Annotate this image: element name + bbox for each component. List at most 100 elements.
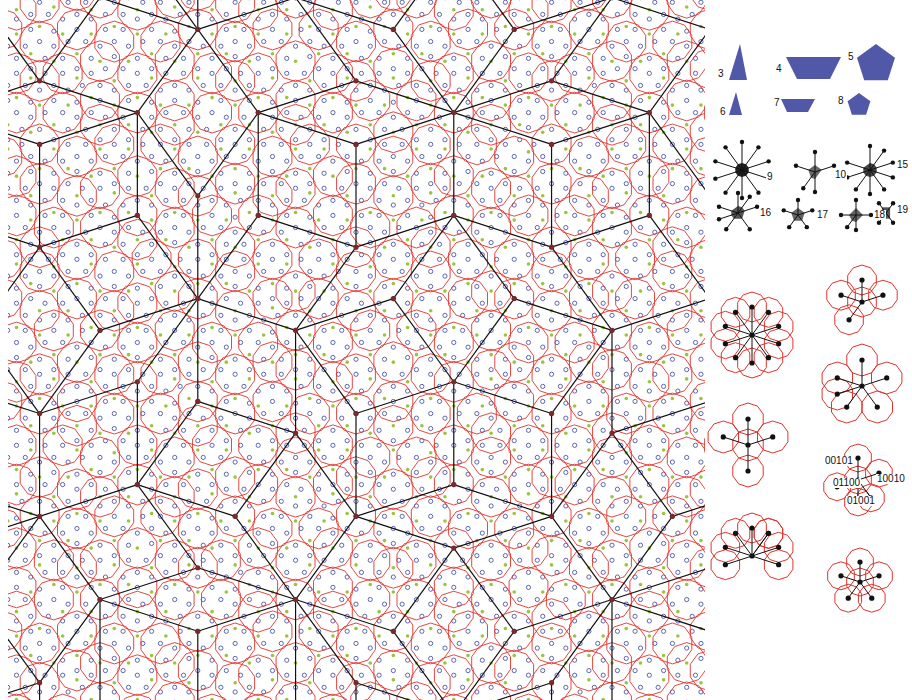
- blue-dot: [187, 641, 191, 645]
- blue-dot: [457, 39, 461, 43]
- blue-dot: [75, 203, 79, 207]
- blue-dot: [414, 44, 418, 48]
- blue-dot: [429, 554, 433, 558]
- blue-dot: [518, 455, 522, 459]
- blue-dot: [391, 257, 395, 261]
- blue-dot: [340, 543, 344, 547]
- blue-dot: [429, 269, 433, 273]
- blue-dot: [270, 384, 274, 388]
- blue-dot: [144, 186, 148, 190]
- blue-dot: [210, 198, 214, 202]
- blue-dot: [61, 213, 65, 217]
- blue-dot: [429, 142, 433, 146]
- green-dot: [150, 590, 154, 594]
- blue-dot: [210, 159, 214, 163]
- blue-dot: [693, 340, 697, 344]
- blue-dot: [262, 39, 266, 43]
- blue-dot: [573, 253, 577, 257]
- blue-dot: [685, 328, 689, 332]
- blue-dot: [29, 629, 33, 633]
- blue-dot: [452, 301, 456, 305]
- blue-dot: [23, 558, 27, 562]
- blue-dot: [662, 629, 666, 633]
- green-dot: [75, 654, 79, 658]
- green-dot: [541, 654, 545, 658]
- blue-dot: [181, 213, 185, 217]
- blue-dot: [624, 656, 628, 660]
- green-dot: [601, 634, 605, 638]
- blue-dot: [89, 71, 93, 75]
- blue-dot: [662, 296, 666, 300]
- blue-dot: [224, 345, 228, 349]
- blue-dot: [238, 570, 242, 574]
- blue-dot: [601, 159, 605, 163]
- blue-dot: [242, 242, 246, 246]
- blue-dot: [317, 439, 321, 443]
- blue-dot: [8, 98, 10, 102]
- blue-dot: [489, 455, 493, 459]
- blue-dot: [587, 242, 591, 246]
- blue-dot: [233, 641, 237, 645]
- blue-dot: [144, 83, 148, 87]
- blue-dot: [656, 558, 660, 562]
- blue-dot: [37, 0, 41, 4]
- blue-dot: [368, 98, 372, 102]
- blue-dot: [89, 213, 93, 217]
- blue-dot: [196, 169, 200, 173]
- blue-dot: [84, 514, 88, 518]
- blue-dot: [414, 470, 418, 474]
- blue-dot: [121, 399, 125, 403]
- blue-dot: [615, 487, 619, 491]
- blue-dot: [610, 543, 614, 547]
- blue-dot: [293, 313, 297, 317]
- blue-dot: [518, 368, 522, 372]
- blue-dot: [391, 67, 395, 71]
- blue-dot: [420, 526, 424, 530]
- blue-dot: [126, 543, 130, 547]
- blue-dot: [647, 17, 651, 21]
- blue-dot: [685, 44, 689, 48]
- blue-dot: [317, 487, 321, 491]
- blue-dot: [647, 213, 651, 217]
- blue-dot: [89, 482, 93, 486]
- blue-dot: [84, 269, 88, 273]
- blue-dot: [61, 428, 65, 432]
- blue-dot: [437, 629, 441, 633]
- blue-dot: [233, 0, 237, 4]
- blue-dot: [601, 428, 605, 432]
- blue-dot: [98, 470, 102, 474]
- blue-dot: [8, 83, 10, 87]
- blue-dot: [587, 487, 591, 491]
- blue-dot: [75, 526, 79, 530]
- blue-dot: [293, 186, 297, 190]
- blue-dot: [638, 368, 642, 372]
- blue-dot: [610, 44, 614, 48]
- blue-dot: [150, 169, 154, 173]
- blue-dot: [345, 27, 349, 31]
- blue-dot: [308, 372, 312, 376]
- blue-dot: [8, 597, 10, 601]
- blue-dot: [662, 439, 666, 443]
- blue-dot: [460, 328, 464, 332]
- blue-dot: [526, 340, 530, 344]
- blue-dot: [126, 225, 130, 229]
- blue-dot: [210, 585, 214, 589]
- blue-dot: [293, 558, 297, 562]
- blue-dot: [121, 614, 125, 618]
- blue-dot: [270, 345, 274, 349]
- blue-dot: [256, 531, 260, 535]
- blue-dot: [503, 460, 507, 464]
- blue-dot: [676, 340, 680, 344]
- blue-dot: [322, 138, 326, 142]
- blue-dot: [219, 597, 223, 601]
- blue-dot: [14, 673, 18, 677]
- blue-dot: [29, 169, 33, 173]
- blue-dot: [475, 127, 479, 131]
- blue-dot: [126, 416, 130, 420]
- blue-dot: [14, 213, 18, 217]
- blue-dot: [196, 399, 200, 403]
- blue-dot: [52, 543, 56, 547]
- blue-dot: [262, 0, 266, 4]
- blue-dot: [262, 182, 266, 186]
- blue-dot: [84, 372, 88, 376]
